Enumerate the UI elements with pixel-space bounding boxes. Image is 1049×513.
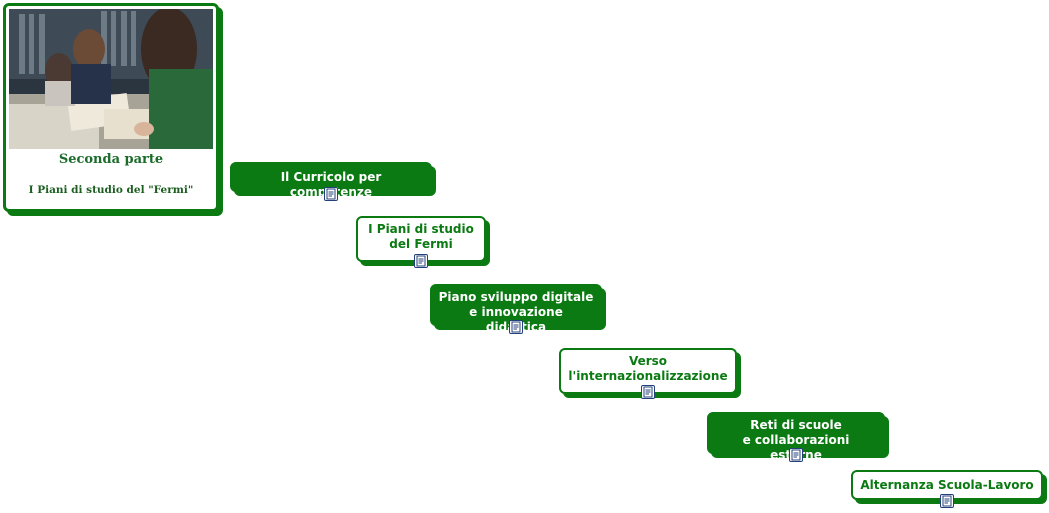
- node-label: Alternanza Scuola-Lavoro: [860, 478, 1034, 492]
- node-reti-scuole[interactable]: Reti di scuole e collaborazioni esterne: [707, 412, 885, 462]
- note-icon[interactable]: [641, 385, 655, 399]
- note-icon[interactable]: [789, 448, 803, 462]
- card-subtitle: I Piani di studio del "Fermi": [28, 184, 194, 196]
- node-label-line1: I Piani di studio: [368, 222, 474, 236]
- card-title: Seconda parte: [58, 152, 164, 167]
- node-label-line2: l'internazionalizzazione: [568, 369, 728, 383]
- node-internazionalizzazione[interactable]: Verso l'internazionalizzazione: [559, 348, 737, 394]
- node-label-line1: Piano sviluppo digitale: [438, 290, 594, 304]
- node-label-line2: del Fermi: [389, 237, 453, 251]
- node-label-line1: Verso: [628, 354, 668, 368]
- note-icon[interactable]: [509, 320, 523, 334]
- node-label-line1: Reti di scuole: [750, 418, 842, 432]
- note-icon[interactable]: [940, 494, 954, 508]
- intro-card[interactable]: Seconda parte I Piani di studio del "Fer…: [3, 3, 219, 212]
- note-icon[interactable]: [414, 254, 428, 268]
- node-piano-digitale[interactable]: Piano sviluppo digitale e innovazione di…: [430, 284, 602, 334]
- note-icon[interactable]: [324, 187, 338, 201]
- node-alternanza[interactable]: Alternanza Scuola-Lavoro: [851, 470, 1043, 500]
- students-reading-photo: [9, 9, 213, 149]
